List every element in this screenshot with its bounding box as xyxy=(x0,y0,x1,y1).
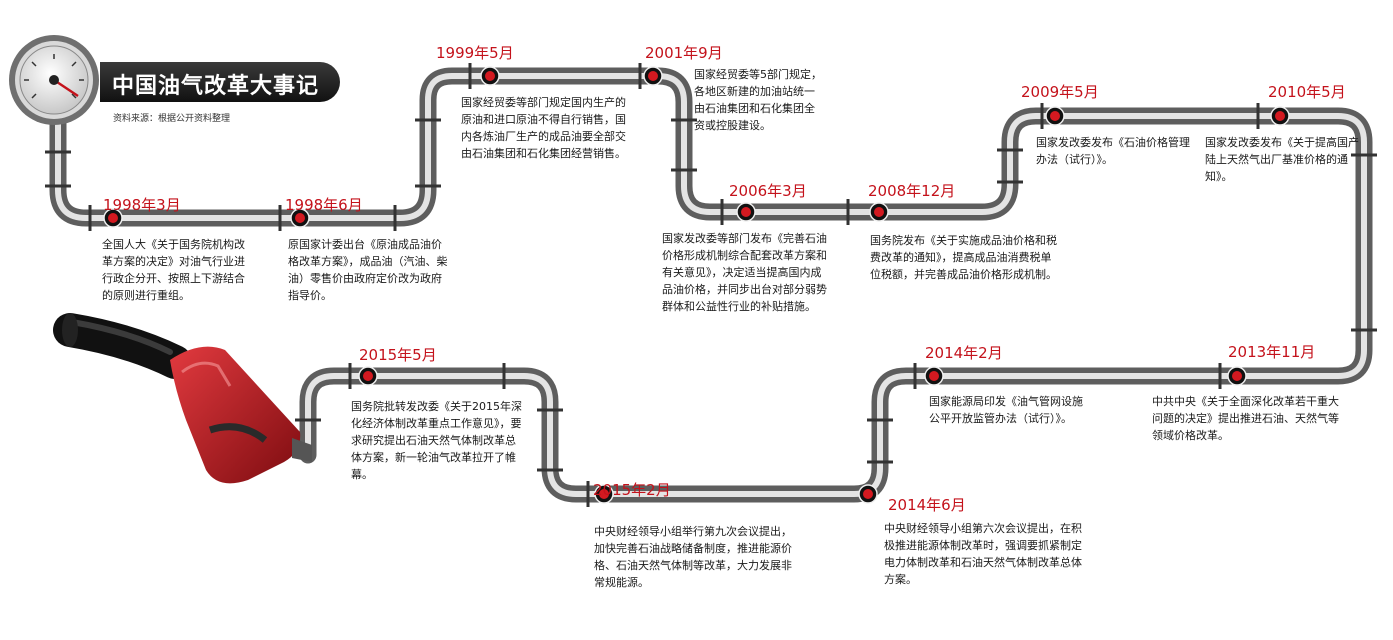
event-date: 2010年5月 xyxy=(1268,83,1346,101)
event-description: 国家经贸委等5部门规定，各地区新建的加油站统一由石油集团和石化集团全资或控股建设… xyxy=(694,66,822,134)
event-marker xyxy=(1271,107,1289,125)
event-marker xyxy=(870,203,888,221)
event-marker xyxy=(1228,367,1246,385)
event-date: 2008年12月 xyxy=(868,182,955,200)
event-date: 2015年5月 xyxy=(359,346,437,364)
event-description: 国家发改委发布《石油价格管理办法（试行）》。 xyxy=(1036,134,1196,168)
event-date: 2013年11月 xyxy=(1228,343,1315,361)
event-marker xyxy=(359,367,377,385)
event-date: 2006年3月 xyxy=(729,182,807,200)
event-description: 国家发改委等部门发布《完善石油价格形成机制综合配套改革方案和有关意见》，决定适当… xyxy=(662,230,832,315)
fuel-nozzle-icon xyxy=(62,313,312,483)
source-note: 资料来源：根据公开资料整理 xyxy=(113,111,230,124)
event-description: 国家发改委发布《关于提高国产陆上天然气出厂基准价格的通知》。 xyxy=(1205,134,1360,185)
event-description: 中共中央《关于全面深化改革若干重大问题的决定》提出推进石油、天然气等领域价格改革… xyxy=(1152,393,1342,444)
event-date: 2001年9月 xyxy=(645,44,723,62)
event-date: 2009年5月 xyxy=(1021,83,1099,101)
event-marker xyxy=(925,367,943,385)
event-date: 2014年2月 xyxy=(925,344,1003,362)
event-description: 国务院发布《关于实施成品油价格和税费改革的通知》，提高成品油消费税单位税额，并完… xyxy=(870,232,1060,283)
event-marker xyxy=(1046,107,1064,125)
event-marker xyxy=(481,67,499,85)
event-date: 1999年5月 xyxy=(436,44,514,62)
event-marker xyxy=(859,485,877,503)
event-description: 中央财经领导小组举行第九次会议提出，加快完善石油战略储备制度，推进能源价格、石油… xyxy=(594,523,794,591)
event-description: 国家能源局印发《油气管网设施公平开放监管办法（试行）》。 xyxy=(929,393,1089,427)
event-date: 2014年6月 xyxy=(888,496,966,514)
event-description: 原国家计委出台《原油成品油价格改革方案》，成品油（汽油、柴油）零售价由政府定价改… xyxy=(288,236,448,304)
event-description: 全国人大《关于国务院机构改革方案的决定》对油气行业进行政企分开、按照上下游结合的… xyxy=(102,236,252,304)
event-description: 中央财经领导小组第六次会议提出，在积极推进能源体制改革时，强调要抓紧制定电力体制… xyxy=(884,520,1089,588)
event-date: 1998年6月 xyxy=(285,196,363,214)
event-date: 2015年2月 xyxy=(593,481,671,499)
event-marker xyxy=(644,67,662,85)
event-description: 国务院批转发改委《关于2015年深化经济体制改革重点工作意见》，要求研究提出石油… xyxy=(351,398,523,483)
event-marker xyxy=(737,203,755,221)
event-description: 国家经贸委等部门规定国内生产的原油和进口原油不得自行销售，国内各炼油厂生产的成品… xyxy=(461,94,631,162)
event-date: 1998年3月 xyxy=(103,196,181,214)
page-title: 中国油气改革大事记 xyxy=(112,68,319,100)
pressure-gauge-icon xyxy=(9,35,99,125)
